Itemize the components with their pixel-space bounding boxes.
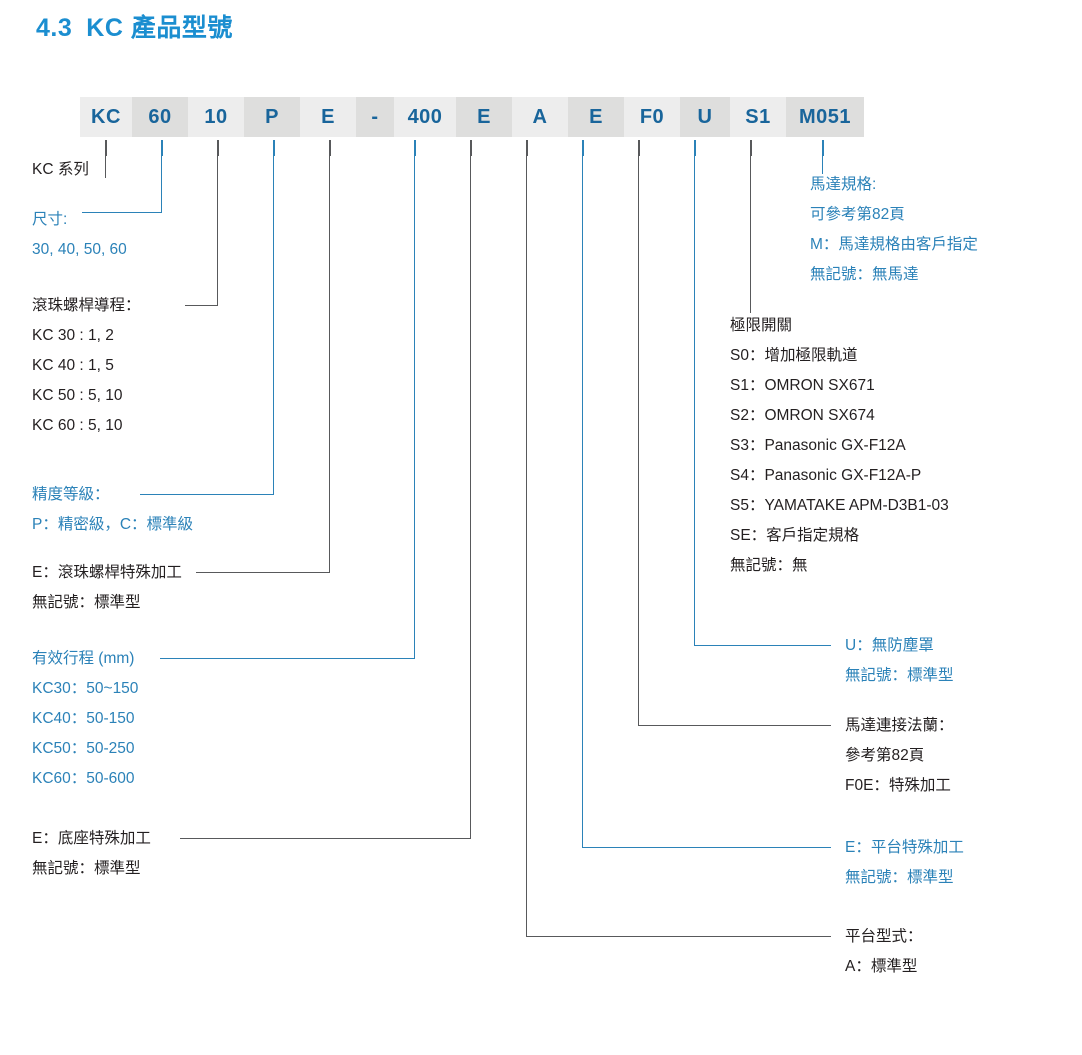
model-segment-table-special[interactable]: E [568,97,624,137]
annotation-size: 尺寸: 30, 40, 50, 60 [32,211,127,258]
annotation-series: KC 系列 [32,161,89,178]
leader-line-base-special-v [470,156,471,839]
model-segment-lead[interactable]: 10 [188,97,244,137]
leader-line-motor-flange-v [638,156,639,726]
annotation-motor-spec: 馬達規格: 可參考第82頁 M：馬達規格由客戶指定 無記號：無馬達 [810,176,978,283]
page-title: 4.3 KC 產品型號 [36,8,233,44]
model-segment-dust-cover[interactable]: U [680,97,730,137]
leader-tick-accuracy [273,140,275,156]
leader-line-screw-special-v [329,156,330,573]
leader-line-motor-flange-h [638,725,831,726]
leader-tick-limit-switch [750,140,752,156]
model-segment-base-special[interactable]: E [456,97,512,137]
model-segment-size[interactable]: 60 [132,97,188,137]
model-segment-series[interactable]: KC [80,97,132,137]
model-segment-dash[interactable]: - [356,97,394,137]
leader-line-table-special-v [582,156,583,848]
model-segment-motor-flange[interactable]: F0 [624,97,680,137]
leader-tick-motor-spec [822,140,824,156]
annotation-screw-lead: 滾珠螺桿導程： KC 30 : 1, 2 KC 40 : 1, 5 KC 50 … [32,297,141,434]
leader-line-size-v [161,156,162,213]
annotation-accuracy-grade: 精度等級： P：精密級，C：標準級 [32,486,194,533]
annotation-stroke: 有效行程 (mm) KC30：50~150 KC40：50-150 KC50：5… [32,650,139,787]
model-segment-table-type[interactable]: A [512,97,568,137]
leader-tick-lead [217,140,219,156]
leader-tick-table-type [526,140,528,156]
leader-tick-stroke [414,140,416,156]
annotation-table-special: E：平台特殊加工 無記號：標準型 [845,839,964,886]
annotation-limit-switch: 極限開關 S0：增加極限軌道 S1：OMRON SX671 S2：OMRON S… [730,317,949,574]
leader-line-table-type-h [526,936,831,937]
leader-tick-series [105,140,107,156]
leader-tick-base-special [470,140,472,156]
model-segment-limit-switch[interactable]: S1 [730,97,786,137]
model-segment-screw-special[interactable]: E [300,97,356,137]
leader-line-screw-special-h [196,572,330,573]
leader-line-stroke-v [414,156,415,659]
leader-line-stroke-h [160,658,415,659]
model-segment-accuracy[interactable]: P [244,97,300,137]
leader-line-series [105,156,106,178]
leader-line-size-h [82,212,162,213]
leader-line-base-special-h [180,838,471,839]
model-segment-stroke[interactable]: 400 [394,97,456,137]
annotation-base-special: E：底座特殊加工 無記號：標準型 [32,830,151,877]
leader-line-lead-v [217,156,218,306]
leader-line-table-type-v [526,156,527,937]
leader-tick-size [161,140,163,156]
leader-line-limit-switch-v [750,156,751,313]
leader-line-dust-cover-h [694,645,831,646]
leader-line-table-special-h [582,847,831,848]
model-segment-motor-spec[interactable]: M051 [786,97,864,137]
model-number-bar: KC 60 10 P E - 400 E A E F0 U S1 M051 [80,97,864,137]
annotation-screw-special: E：滾珠螺桿特殊加工 無記號：標準型 [32,564,182,611]
leader-tick-motor-flange [638,140,640,156]
page-title-number: 4.3 [36,14,73,42]
leader-tick-dust-cover [694,140,696,156]
leader-tick-screw-special [329,140,331,156]
leader-line-dust-cover-v [694,156,695,646]
leader-line-motor-spec-v [822,156,823,174]
leader-tick-table-special [582,140,584,156]
leader-line-lead-h [185,305,218,306]
leader-line-accuracy-h [140,494,274,495]
leader-line-accuracy-v [273,156,274,495]
annotation-table-type: 平台型式： A：標準型 [845,928,923,975]
page-title-text: KC 產品型號 [86,14,233,42]
annotation-motor-flange: 馬達連接法蘭： 參考第82頁 F0E：特殊加工 [845,717,954,794]
annotation-dust-cover: U：無防塵罩 無記號：標準型 [845,637,954,684]
